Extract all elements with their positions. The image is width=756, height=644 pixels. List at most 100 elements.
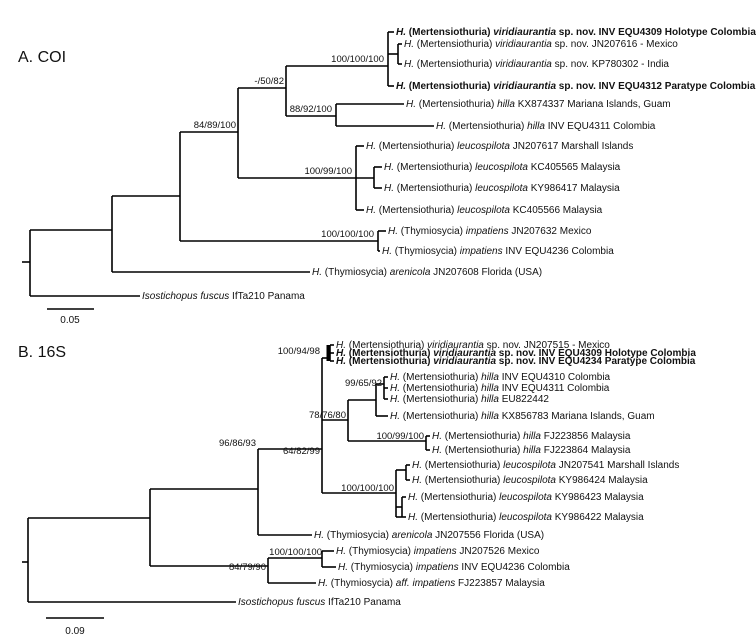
tip-subgenus: (Thymiosycia) <box>395 246 457 257</box>
tip-label: H. (Thymiosycia) impatiens JN207526 Mexi… <box>336 546 540 557</box>
tip-subgenus: (Mertensiothuria) <box>445 445 521 456</box>
tip-species: viridiaurantia <box>490 81 556 92</box>
tip-species: leucospilota <box>500 460 556 471</box>
panel-a-tips: H. (Mertensiothuria) viridiaurantia sp. … <box>142 27 756 302</box>
tip-species: leucospilota <box>472 183 528 194</box>
tip-genus: H. <box>388 226 401 237</box>
tip-accession: JN207617 Marshall Islands <box>510 141 633 152</box>
tip-subgenus: (Mertensiothuria) <box>421 492 497 503</box>
tip-species: viridiaurantia <box>490 27 556 38</box>
tip-accession: KX856783 Mariana Islands, Guam <box>499 411 655 422</box>
tip-subgenus: (Thymiosycia) <box>349 546 411 557</box>
tip-label: H. (Mertensiothuria) leucospilota JN2076… <box>366 141 633 152</box>
panel-a-branches <box>22 31 434 297</box>
tip-accession: INV EQU4236 Colombia <box>459 562 571 573</box>
tip-accession: EU822442 <box>499 394 549 405</box>
tip-genus: H. <box>384 162 397 173</box>
tip-species: leucospilota <box>454 141 510 152</box>
tip-accession: KC405566 Malaysia <box>510 205 603 216</box>
support-value: 99/65/92 <box>345 378 382 389</box>
tip-label: H. (Thymiosycia) impatiens INV EQU4236 C… <box>338 562 570 573</box>
tip-genus: H. <box>432 445 445 456</box>
tip-species: arenicola <box>389 530 433 541</box>
tip-species: impatiens <box>413 562 459 573</box>
tip-subgenus: (Mertensiothuria) <box>397 162 473 173</box>
tip-species: impatiens <box>463 226 509 237</box>
tip-species: hilla <box>524 121 545 132</box>
tip-genus: H. <box>436 121 449 132</box>
tip-species: aff. impatiens <box>393 578 455 589</box>
tip-genus: H. <box>390 383 403 394</box>
tip-species: viridiaurantia <box>424 340 484 351</box>
tip-accession: JN207541 Marshall Islands <box>556 460 679 471</box>
support-value: 100/99/100 <box>304 166 352 177</box>
tip-label: H. (Mertensiothuria) viridiaurantia sp. … <box>336 356 696 367</box>
tip-species: viridiaurantia <box>492 39 552 50</box>
support-value: 96/86/93 <box>219 438 256 449</box>
tip-species: hilla <box>478 411 499 422</box>
tip-species: viridiaurantia <box>492 59 552 70</box>
tip-accession: JN207556 Florida (USA) <box>432 530 544 541</box>
tip-subgenus: (Mertensiothuria) <box>417 39 493 50</box>
tip-label: H. (Thymiosycia) impatiens JN207632 Mexi… <box>388 226 592 237</box>
tip-species: hilla <box>520 431 541 442</box>
support-value: 100/100/100 <box>269 547 322 558</box>
tip-accession: sp. nov. KP780302 - India <box>552 59 670 70</box>
tip-label: H. (Mertensiothuria) viridiaurantia sp. … <box>404 39 678 50</box>
tip-subgenus: (Mertensiothuria) <box>379 141 455 152</box>
tip-genus: H. <box>366 141 379 152</box>
tip-subgenus: (Mertensiothuria) <box>409 81 491 92</box>
tip-label: H. (Mertensiothuria) hilla INV EQU4310 C… <box>390 372 611 383</box>
tip-subgenus: (Mertensiothuria) <box>419 99 495 110</box>
tip-accession: KY986422 Malaysia <box>552 512 644 523</box>
tip-label: H. (Mertensiothuria) leucospilota KY9864… <box>408 512 644 523</box>
tip-label: H. (Mertensiothuria) hilla FJ223856 Mala… <box>432 431 631 442</box>
tip-label: H. (Mertensiothuria) leucospilota JN2075… <box>412 460 679 471</box>
tip-accession: sp. nov. INV EQU4234 Paratype Colombia <box>496 356 696 367</box>
panel-a-label: A. COI <box>18 49 66 66</box>
tip-species: impatiens <box>457 246 503 257</box>
tip-species: hilla <box>478 372 499 383</box>
tip-genus: H. <box>390 394 403 405</box>
tip-species: hilla <box>494 99 515 110</box>
tip-accession: KY986424 Malaysia <box>556 475 648 486</box>
tip-accession: sp. nov. INV EQU4312 Paratype Colombia <box>556 81 756 92</box>
tip-accession: FJ223857 Malaysia <box>455 578 545 589</box>
tip-genus: H. <box>314 530 327 541</box>
tip-subgenus: (Mertensiothuria) <box>403 383 479 394</box>
tip-genus: H. <box>338 562 351 573</box>
tip-subgenus: (Thymiosycia) <box>327 530 389 541</box>
tip-genus: H. <box>366 205 379 216</box>
tip-species: Isostichopus fuscus <box>238 597 325 608</box>
tip-genus: H. <box>336 348 349 359</box>
tip-species: viridiaurantia <box>430 348 496 359</box>
tip-species: viridiaurantia <box>430 356 496 367</box>
tip-accession: FJ223864 Malaysia <box>541 445 631 456</box>
tip-label: H. (Mertensiothuria) viridiaurantia sp. … <box>396 27 756 38</box>
tip-label: H. (Mertensiothuria) hilla FJ223864 Mala… <box>432 445 631 456</box>
tip-label: H. (Mertensiothuria) hilla KX874337 Mari… <box>406 99 671 110</box>
tip-label: H. (Mertensiothuria) leucospilota KC4055… <box>384 162 621 173</box>
tip-subgenus: (Mertensiothuria) <box>449 121 525 132</box>
panel-b-tips: H. (Mertensiothuria) viridiaurantia sp. … <box>238 340 696 608</box>
tip-accession: FJ223856 Malaysia <box>541 431 631 442</box>
support-value: -/50/82 <box>254 76 284 87</box>
scale-label-a: 0.05 <box>60 315 80 326</box>
support-value: 100/99/100 <box>376 431 424 442</box>
tip-subgenus: (Mertensiothuria) <box>349 356 431 367</box>
tip-genus: H. <box>384 183 397 194</box>
tip-accession: INV EQU4311 Colombia <box>545 121 656 132</box>
tip-genus: H. <box>312 267 325 278</box>
support-value: 100/94/98 <box>278 346 320 357</box>
tip-species: leucospilota <box>500 475 556 486</box>
tip-accession: INV EQU4236 Colombia <box>503 246 615 257</box>
tip-accession: KC405565 Malaysia <box>528 162 621 173</box>
tip-accession: INV EQU4311 Colombia <box>499 383 610 394</box>
tip-subgenus: (Mertensiothuria) <box>397 183 473 194</box>
tip-subgenus: (Mertensiothuria) <box>403 372 479 383</box>
tip-subgenus: (Thymiosycia) <box>325 267 387 278</box>
support-value: 88/92/100 <box>290 104 332 115</box>
tip-label: H. (Mertensiothuria) hilla EU822442 <box>390 394 549 405</box>
tip-subgenus: (Thymiosycia) <box>331 578 393 589</box>
